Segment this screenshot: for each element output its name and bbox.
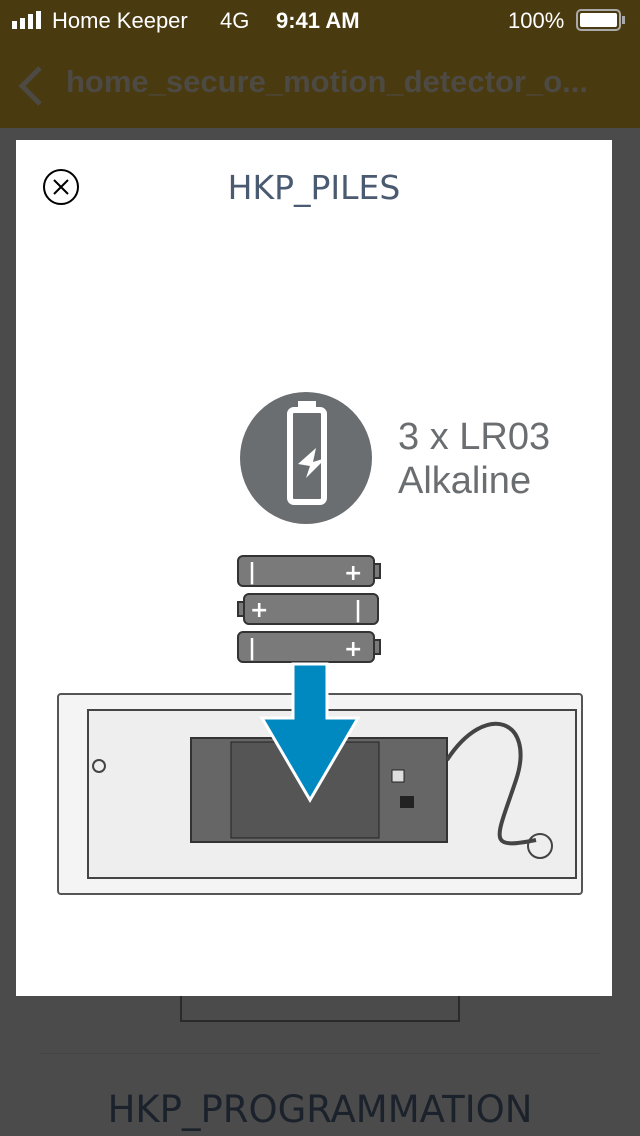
divider	[40, 1053, 600, 1054]
battery-installation-illustration: | + + | | +	[57, 392, 583, 895]
nav-bar: home_secure_motion_detector_o...	[0, 40, 640, 128]
svg-text:|: |	[248, 636, 256, 661]
network-label: 4G	[220, 8, 250, 33]
carrier-label: Home Keeper	[52, 8, 188, 33]
svg-text:+: +	[344, 637, 362, 662]
nav-title: home_secure_motion_detector_o...	[66, 64, 588, 99]
status-bar: Home Keeper 4G 9:41 AM 100%	[0, 0, 640, 40]
back-chevron-icon[interactable]	[14, 64, 54, 108]
svg-text:|: |	[354, 598, 362, 623]
signal-icon	[12, 11, 41, 29]
svg-text:+: +	[250, 598, 268, 623]
section-title-programmation: HKP_PROGRAMMATION	[107, 1088, 533, 1131]
modal-title: HKP_PILES	[227, 168, 401, 207]
battery-icon	[576, 9, 625, 31]
svg-text:+: +	[344, 561, 362, 586]
battery-spec-type: Alkaline	[398, 460, 532, 502]
background-device-image	[180, 990, 460, 1022]
battery-percent: 100%	[508, 8, 565, 33]
battery-modal: | + + | | + HKP_PILES 3 x LR03 Alkaline	[16, 140, 612, 996]
svg-text:|: |	[248, 560, 256, 585]
battery-spec: 3 x LR03 Alkaline	[398, 415, 550, 503]
time-label: 9:41 AM	[276, 8, 360, 33]
close-icon[interactable]	[42, 168, 80, 206]
battery-spec-count: 3 x LR03	[398, 416, 551, 458]
